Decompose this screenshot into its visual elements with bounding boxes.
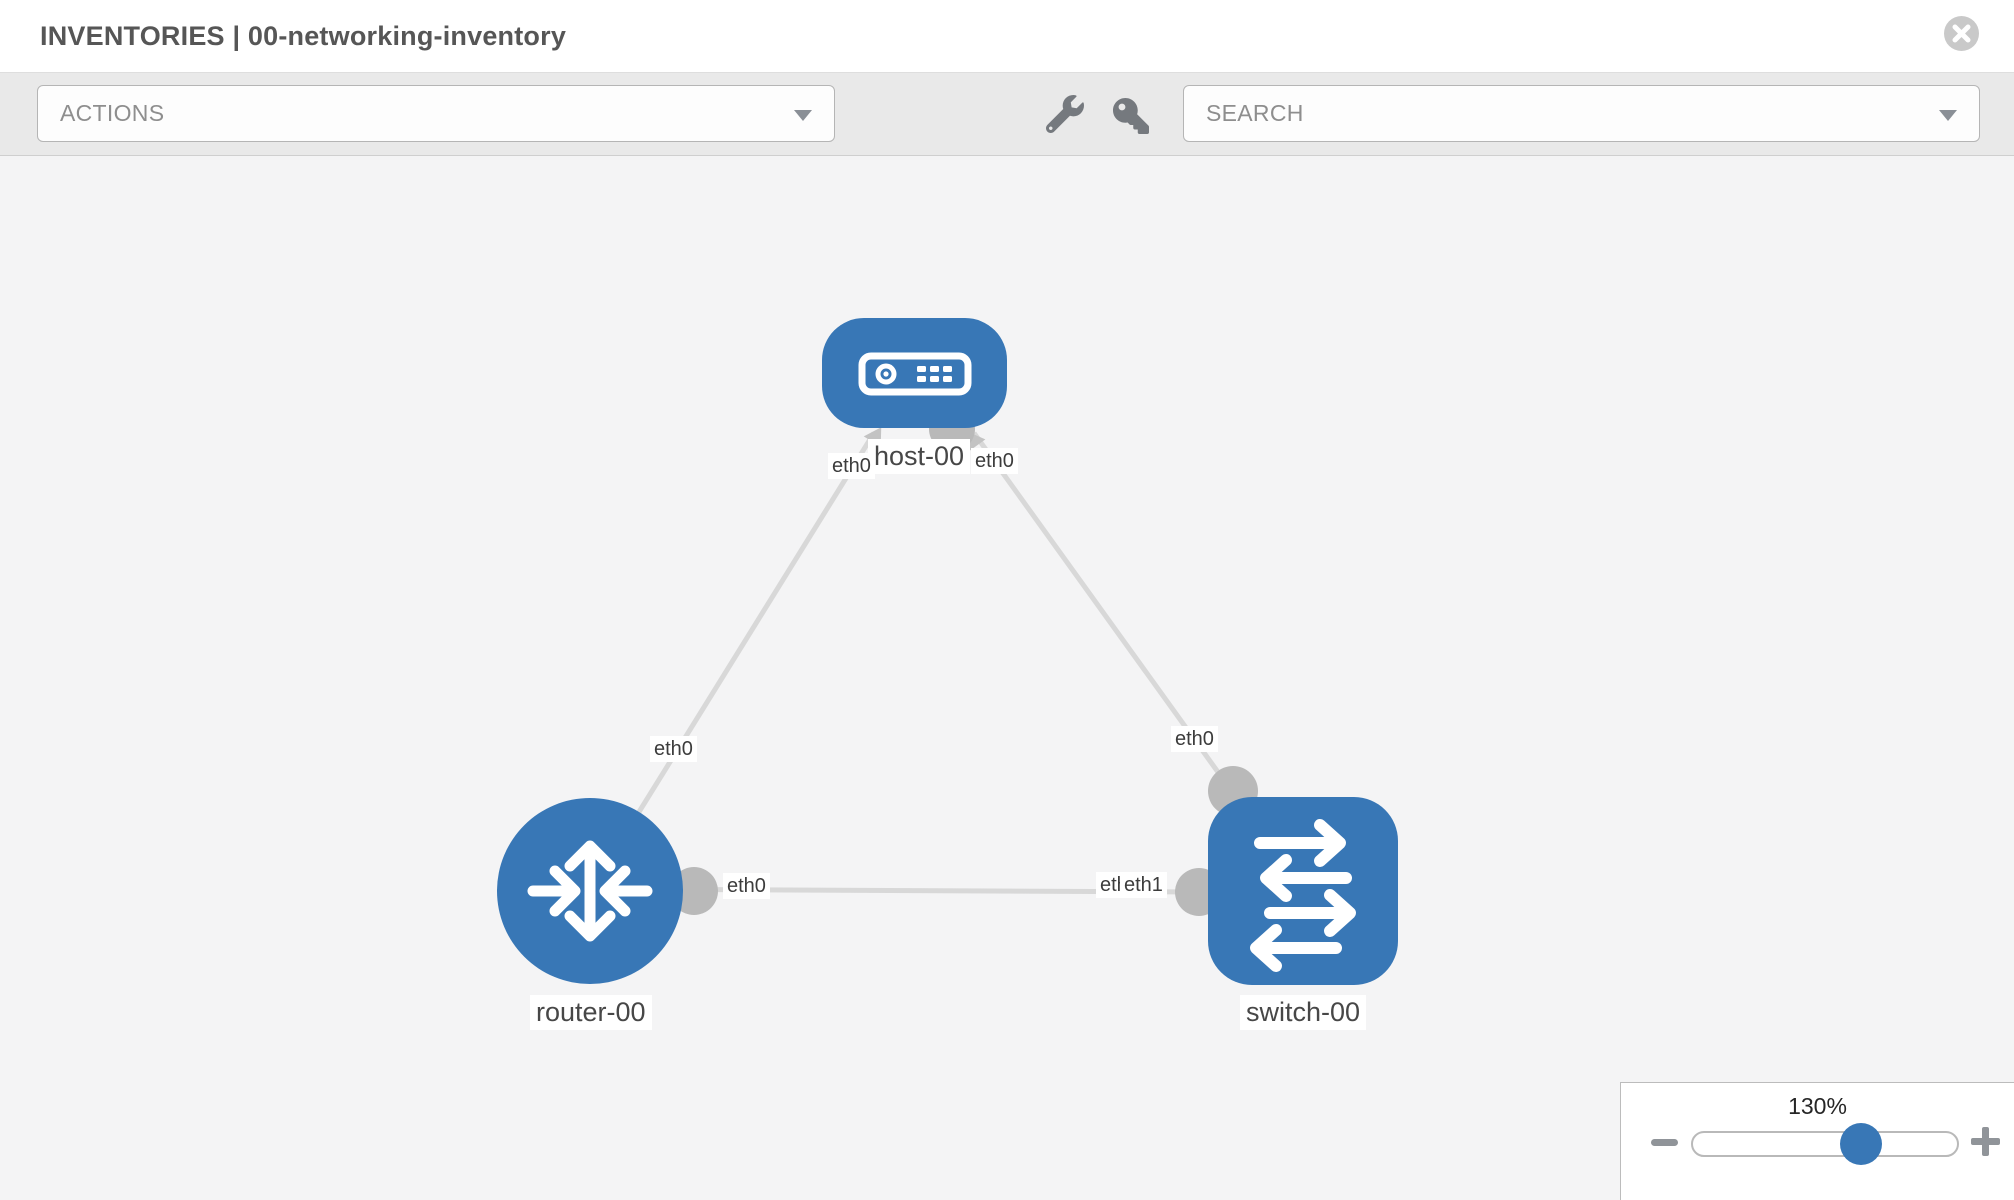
topology-canvas[interactable]: host-00 router-00 switch-00 eth0 eth0 et… bbox=[0, 156, 2014, 1200]
node-host-00[interactable] bbox=[822, 318, 1007, 428]
zoom-slider-track[interactable] bbox=[1691, 1131, 1959, 1157]
chevron-down-icon bbox=[794, 110, 812, 121]
page-header: INVENTORIES | 00-networking-inventory bbox=[0, 0, 2014, 73]
zoom-in-button plus-icon[interactable] bbox=[1971, 1127, 2000, 1156]
actions-dropdown[interactable]: ACTIONS bbox=[37, 85, 835, 142]
node-switch-00[interactable] bbox=[1208, 797, 1398, 985]
zoom-slider-thumb[interactable] bbox=[1840, 1123, 1882, 1165]
interface-label: eth0 bbox=[723, 873, 770, 899]
interface-label: eth0 bbox=[971, 448, 1018, 474]
interface-label: eth0 bbox=[828, 453, 875, 479]
zoom-out-button minus-icon[interactable] bbox=[1651, 1139, 1678, 1146]
node-label-host-00: host-00 bbox=[868, 439, 971, 475]
search-input[interactable]: SEARCH bbox=[1183, 85, 1980, 142]
node-label-router-00: router-00 bbox=[530, 995, 652, 1031]
switch-icon bbox=[1250, 819, 1356, 972]
chevron-down-icon bbox=[1939, 110, 1957, 121]
toolbar: ACTIONS SEARCH bbox=[0, 73, 2014, 156]
interface-label: eth0 bbox=[650, 736, 697, 762]
zoom-level-value: 130% bbox=[1788, 1093, 1847, 1119]
zoom-control-panel: 130% bbox=[1620, 1082, 2014, 1200]
close-button[interactable] bbox=[1944, 16, 1979, 51]
interface-label: eth0 bbox=[1171, 726, 1218, 752]
topology-links-layer bbox=[587, 406, 1258, 916]
node-router-00[interactable] bbox=[497, 798, 683, 984]
search-input-placeholder: SEARCH bbox=[1206, 100, 1304, 126]
page-title: INVENTORIES | 00-networking-inventory bbox=[40, 20, 567, 51]
router-icon bbox=[527, 840, 653, 942]
actions-dropdown-label: ACTIONS bbox=[60, 100, 165, 126]
wrench-icon[interactable] bbox=[1046, 95, 1084, 133]
interface-label: eth1 bbox=[1120, 872, 1167, 898]
node-label-switch-00: switch-00 bbox=[1240, 995, 1367, 1031]
close-icon bbox=[1952, 24, 1971, 43]
host-icon bbox=[858, 352, 971, 396]
plus-icon-bar bbox=[1982, 1127, 1989, 1156]
key-icon[interactable] bbox=[1113, 98, 1149, 134]
